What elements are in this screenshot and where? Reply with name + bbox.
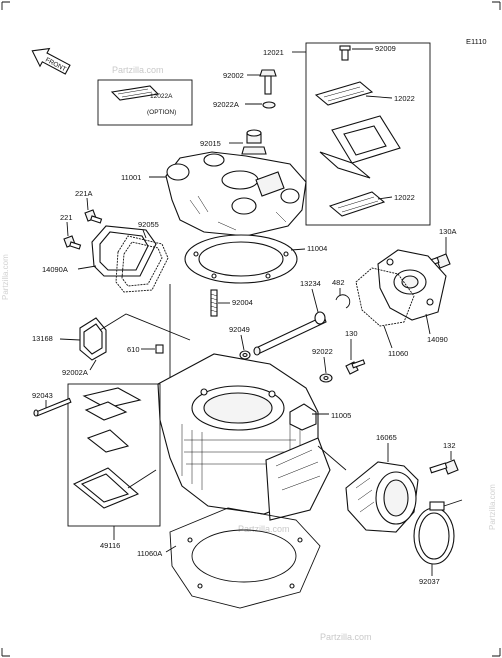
front-arrow-icon: FRONT <box>31 47 71 75</box>
intake-manifold-16065 <box>345 461 419 533</box>
part-label-92055: 92055 <box>138 220 159 229</box>
part-label-92002: 92002 <box>223 71 244 80</box>
part-label-12022-top: 12022 <box>394 94 415 103</box>
part-label-482: 482 <box>332 278 345 287</box>
part-label-11005: 11005 <box>331 411 351 420</box>
part-label-13168: 13168 <box>32 334 53 343</box>
part-label-130: 130 <box>345 329 358 338</box>
part-label-14090A: 14090A <box>42 265 68 274</box>
valve-rod-13234 <box>253 311 327 356</box>
watermark-side-left: Partzilla.com <box>1 254 10 300</box>
power-valve-cover-14090 <box>377 249 447 321</box>
washer-92022 <box>319 373 333 383</box>
part-label-16065: 16065 <box>376 433 397 442</box>
head-gasket <box>184 234 298 284</box>
part-label-12021: 12021 <box>263 48 284 57</box>
base-gasket-11060A <box>169 507 321 609</box>
part-label-132: 132 <box>443 441 456 450</box>
part-label-11060A: 11060A <box>137 549 162 558</box>
part-label-92002A: 92002A <box>62 368 88 377</box>
diagram-code: E1110 <box>466 37 487 46</box>
clip-482 <box>335 294 351 309</box>
part-label-92022A: 92022A <box>213 100 239 109</box>
bracket-13168 <box>79 317 107 361</box>
option-label: (OPTION) <box>147 109 176 116</box>
clamp-92037 <box>413 499 463 565</box>
part-label-92037: 92037 <box>419 577 440 586</box>
bolt-132 <box>429 459 459 475</box>
gasket-11060 <box>355 267 415 327</box>
part-label-12022-bottom: 12022 <box>394 193 415 202</box>
part-label-92015: 92015 <box>200 139 221 148</box>
reed-kit-box-49116 <box>67 383 161 527</box>
watermark-top: Partzilla.com <box>112 65 164 75</box>
part-label-92022: 92022 <box>312 347 333 356</box>
part-label-92049: 92049 <box>229 325 250 334</box>
cylinder-head <box>165 151 307 237</box>
head-bolt-stack <box>241 69 277 155</box>
pin-92043 <box>33 397 72 417</box>
oring-92049 <box>239 350 251 360</box>
bolt-130 <box>345 359 366 375</box>
part-label-11001: 11001 <box>121 173 141 182</box>
cover-gasket-92055 <box>115 235 169 293</box>
part-label-610: 610 <box>127 345 140 354</box>
part-label-11004: 11004 <box>307 244 327 253</box>
part-label-92043: 92043 <box>32 391 53 400</box>
cover-14090A <box>91 225 157 277</box>
part-label-14090: 14090 <box>427 335 448 344</box>
cylinder-11005 <box>157 353 331 521</box>
part-label-12022A: 12022A <box>150 93 173 100</box>
reed-valve-assembly-box <box>305 42 431 226</box>
watermark-center: Partzilla.com <box>238 524 290 534</box>
part-label-11060: 11060 <box>388 349 408 358</box>
watermark-bottom: Partzilla.com <box>320 632 372 642</box>
part-label-130A: 130A <box>439 227 457 236</box>
part-label-221A: 221A <box>75 189 93 198</box>
part-label-49116: 49116 <box>100 541 120 550</box>
part-label-13234: 13234 <box>300 279 321 288</box>
option-reed-spacer-box: 12022A (OPTION) <box>97 79 193 126</box>
part-label-92009: 92009 <box>375 44 396 53</box>
part-label-92004: 92004 <box>232 298 253 307</box>
dowel-610 <box>155 344 164 354</box>
bolts-221 <box>63 209 103 250</box>
part-label-221: 221 <box>60 213 73 222</box>
stud-92004 <box>210 289 218 317</box>
watermark-side: Partzilla.com <box>488 484 497 530</box>
